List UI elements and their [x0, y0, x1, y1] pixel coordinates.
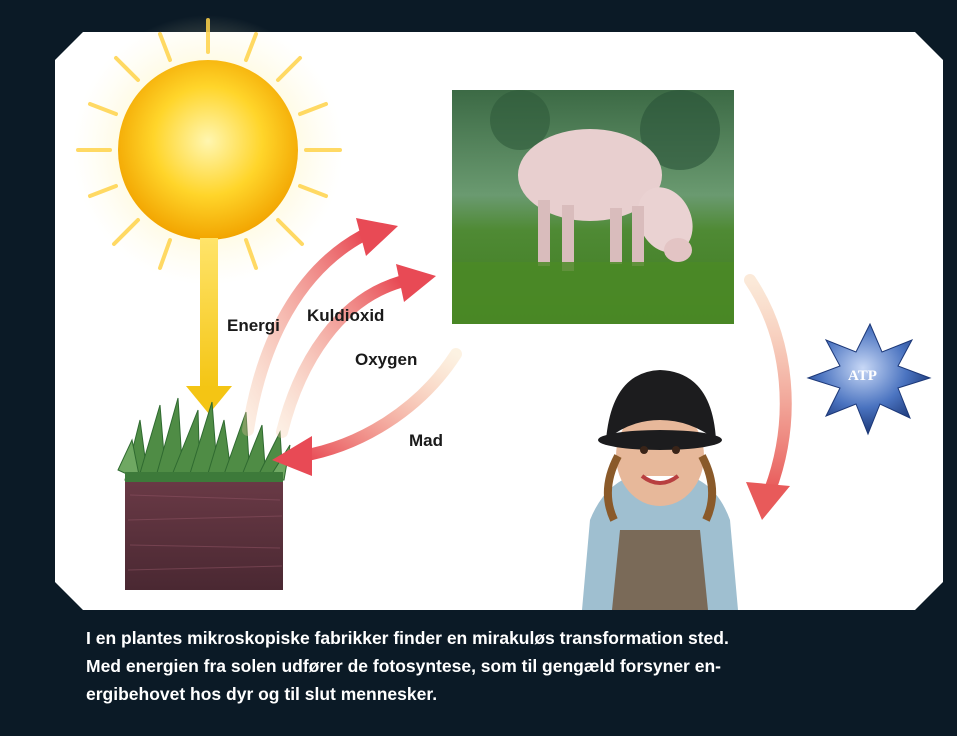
caption-line-2: Med energien fra solen udfører de fotosy…	[86, 652, 926, 680]
grass-soil-icon	[118, 398, 290, 590]
caption-line-1: I en plantes mikroskopiske fabrikker fin…	[86, 624, 926, 652]
label-co2: Kuldioxid	[307, 306, 384, 326]
food-to-human-arrow	[746, 280, 790, 520]
label-oxygen: Oxygen	[355, 350, 417, 370]
label-energy: Energi	[227, 316, 280, 336]
caption-line-3: ergibehovet hos dyr og til slut menneske…	[86, 680, 926, 708]
child-photo	[582, 370, 738, 610]
label-food: Mad	[409, 431, 443, 451]
caption: I en plantes mikroskopiske fabrikker fin…	[86, 624, 926, 708]
lamb-photo	[452, 90, 734, 324]
label-atp: ATP	[848, 368, 877, 385]
